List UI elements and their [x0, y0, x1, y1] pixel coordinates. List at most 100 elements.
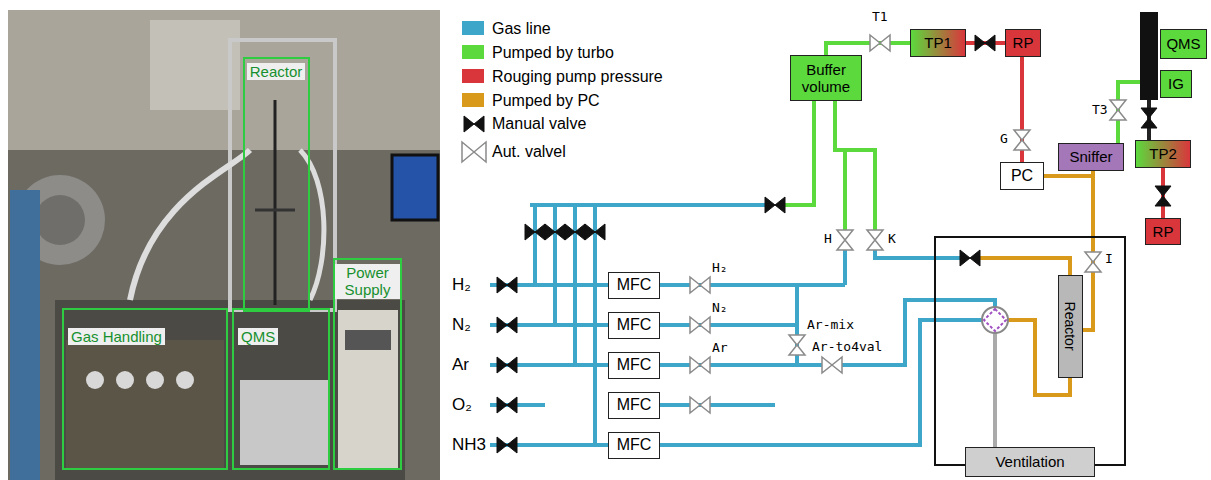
sniffer-box: Sniffer: [1058, 143, 1124, 171]
turbo-pipes: [785, 82, 1140, 231]
pump-box: RP: [1005, 29, 1041, 57]
turbo-pipes: [1118, 82, 1140, 143]
gas-label: N₂: [452, 315, 471, 335]
lab-photo: [146, 371, 164, 389]
mfc-box: MFC: [608, 312, 660, 339]
automatic-valve: [690, 397, 710, 413]
photo-region: QMS: [232, 308, 330, 470]
manual-valve: [765, 197, 785, 213]
instrument-box: IG: [1160, 70, 1192, 98]
photo-region: Gas Handling: [62, 308, 228, 470]
legend-swatch: [462, 45, 484, 59]
manual-valve: [497, 317, 517, 333]
gas-pipes: [660, 283, 845, 287]
node-text: TP2: [1149, 145, 1177, 162]
gas-label: O₂: [452, 395, 472, 415]
pipe-connector: [1044, 171, 1093, 176]
node-text: MFC: [617, 396, 652, 414]
vacuum-column: [1140, 12, 1158, 100]
manual-valve: [464, 116, 484, 132]
valve-label: I: [1105, 252, 1113, 267]
automatic-valve: [1014, 130, 1030, 150]
legend-swatch: [462, 93, 484, 107]
manual-valve: [497, 437, 517, 453]
automatic-valve: [690, 317, 710, 333]
lab-photo: [338, 310, 398, 468]
turbo-pipes: [835, 101, 875, 231]
legend-text: Aut. valvel: [492, 143, 566, 161]
manual-valve: [975, 35, 995, 51]
valve-label: N₂: [712, 301, 728, 316]
automatic-valve: [690, 357, 710, 373]
turbo-pipes: [785, 101, 814, 205]
node-text: MFC: [617, 436, 652, 454]
legend-swatch: [462, 69, 484, 83]
pump-box: TP1: [910, 29, 966, 57]
gas-label: H₂: [452, 275, 471, 295]
node-text: RP: [1153, 223, 1174, 240]
lab-photo: [8, 10, 440, 480]
buffer-box: Buffer volume: [790, 55, 862, 101]
four-way-valve: [982, 307, 1008, 333]
manual-valve: [1155, 186, 1171, 206]
manual-valve: [545, 224, 565, 240]
gas-label: NH3: [452, 435, 486, 455]
lab-photo: [274, 100, 277, 305]
node-text: Reactor: [247, 63, 306, 80]
vacuum-column: [1140, 12, 1158, 100]
node-text: Ventilation: [995, 453, 1064, 470]
lab-photo: [150, 20, 240, 110]
valve-label: Ar-mix: [807, 318, 854, 333]
node-text: Reactor: [1062, 302, 1078, 351]
automatic-valve: [462, 142, 486, 162]
lab-photo: [130, 150, 250, 300]
legend-text: Rouging pump pressure: [492, 68, 663, 86]
node-text: QMS: [1166, 35, 1200, 52]
node-text: MFC: [617, 316, 652, 334]
manual-valve: [497, 357, 517, 373]
valve-label: K: [888, 232, 896, 247]
node-text: Buffer volume: [791, 61, 861, 96]
gas-pipes: [660, 403, 775, 407]
valve-label: T3: [1092, 103, 1108, 118]
enclosure: [935, 237, 1125, 465]
lab-photo: [176, 371, 194, 389]
gas-pipes: [530, 203, 765, 207]
photo-region: Power Supply: [333, 258, 402, 470]
node-text: PC: [1011, 167, 1033, 185]
lab-photo: [8, 10, 440, 150]
manual-valve: [497, 397, 517, 413]
automatic-valve: [870, 35, 890, 51]
automatic-valve: [690, 277, 710, 293]
turbo-pipes: [843, 150, 847, 231]
valve-label: Ar-to4val: [812, 340, 882, 355]
gas-pipes: [533, 205, 537, 285]
valve-label: H₂: [712, 261, 728, 276]
gas-pipes: [660, 320, 982, 445]
lab-photo: [240, 380, 328, 465]
lab-photo: [116, 371, 134, 389]
manual-valve: [585, 224, 605, 240]
valve-label: Ar: [712, 341, 728, 356]
pump-box: TP2: [1135, 140, 1191, 168]
lab-photo: [255, 209, 295, 212]
controller-box: PC: [1000, 162, 1044, 190]
node-text: Power Supply: [335, 264, 400, 299]
lab-photo: [230, 40, 335, 310]
node-text: MFC: [617, 276, 652, 294]
pipe-connector: [1083, 171, 1094, 330]
legend-text: Pumped by turbo: [492, 44, 614, 62]
valve-label: H: [824, 232, 832, 247]
automatic-valve: [1085, 252, 1101, 272]
four-way-valve: [982, 307, 1008, 333]
node-text: Sniffer: [1069, 148, 1112, 165]
ventilation-box: Ventilation: [965, 447, 1095, 477]
gas-pipes: [660, 323, 797, 327]
node-text: IG: [1168, 75, 1184, 92]
legend-swatch: [462, 21, 484, 35]
gas-pipes: [553, 205, 557, 325]
vent-pipe: [993, 333, 997, 447]
mfc-box: MFC: [608, 272, 660, 299]
